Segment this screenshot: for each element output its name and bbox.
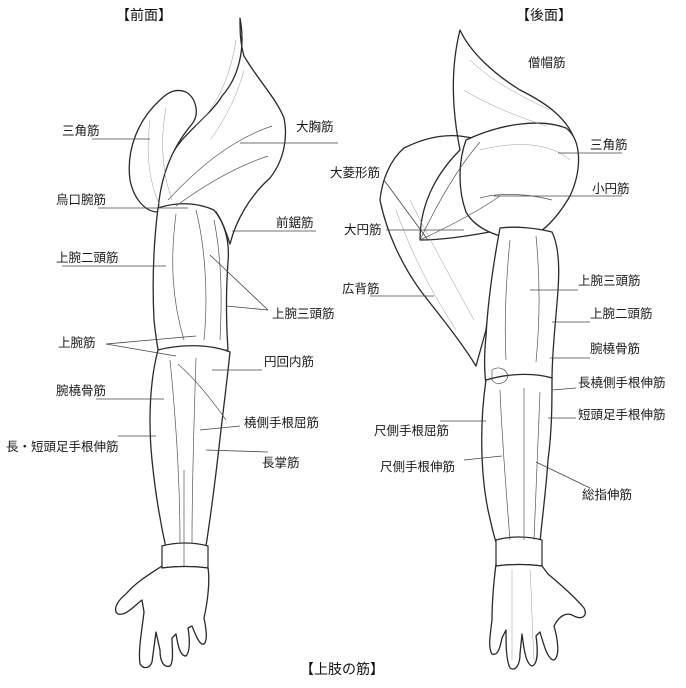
leader-front-triceps-b (226, 306, 268, 310)
label-front-serratus-anterior: 前鋸筋 (276, 216, 314, 230)
label-back-teres-minor: 小円筋 (592, 182, 630, 196)
label-front-ecr-long-short: 長・短頭足手根伸筋 (6, 440, 119, 454)
label-front-fcr: 橈側手根屈筋 (244, 416, 319, 430)
label-back-ed: 総指伸筋 (582, 488, 632, 502)
back-deltoid-outline (460, 123, 579, 240)
label-front-biceps: 上腕二頭筋 (56, 251, 119, 265)
back-view-title: 【後面】 (516, 8, 572, 24)
front-wrist-band (162, 543, 208, 568)
label-front-brachialis: 上腕筋 (58, 336, 96, 350)
label-back-brachioradialis: 腕橈骨筋 (590, 342, 640, 356)
label-back-teres-major: 大円筋 (344, 223, 382, 237)
label-front-palmaris-longus: 長掌筋 (262, 456, 300, 470)
front-hand-outline (116, 566, 209, 668)
label-back-latissimus: 広背筋 (342, 282, 380, 296)
label-back-ecrl: 長橈側手根伸筋 (578, 376, 666, 390)
front-view-title: 【前面】 (116, 8, 172, 24)
back-hand-outline (490, 564, 586, 669)
leader-back-ecrl (552, 388, 576, 390)
front-forearm-outline (150, 346, 230, 548)
label-front-brachioradialis: 腕橈骨筋 (56, 384, 106, 398)
front-arm-illustration (116, 18, 286, 668)
back-forearm-outline (482, 374, 552, 542)
label-back-rhomboid-major: 大菱形筋 (330, 166, 380, 180)
label-back-ecrb: 短頭足手根伸筋 (578, 408, 666, 422)
label-back-triceps: 上腕三頭筋 (578, 274, 641, 288)
label-back-fcu: 尺側手根屈筋 (374, 424, 449, 438)
label-back-trapezius: 僧帽筋 (528, 56, 566, 70)
back-arm-illustration (380, 30, 585, 669)
label-front-triceps: 上腕三頭筋 (272, 307, 335, 321)
label-front-pectoralis-major: 大胸筋 (296, 120, 334, 134)
label-back-biceps: 上腕二頭筋 (590, 307, 653, 321)
label-back-deltoid: 三角筋 (590, 138, 628, 152)
label-front-coracobrachialis: 烏口腕筋 (56, 193, 106, 207)
back-wrist-band (496, 537, 542, 566)
label-front-pronator-teres: 円回内筋 (264, 355, 314, 369)
back-upper-arm-outline (485, 227, 559, 384)
label-front-deltoid: 三角筋 (62, 124, 100, 138)
label-back-ecu: 尺側手根伸筋 (380, 460, 455, 474)
diagram-title: 【上肢の筋】 (300, 662, 384, 678)
